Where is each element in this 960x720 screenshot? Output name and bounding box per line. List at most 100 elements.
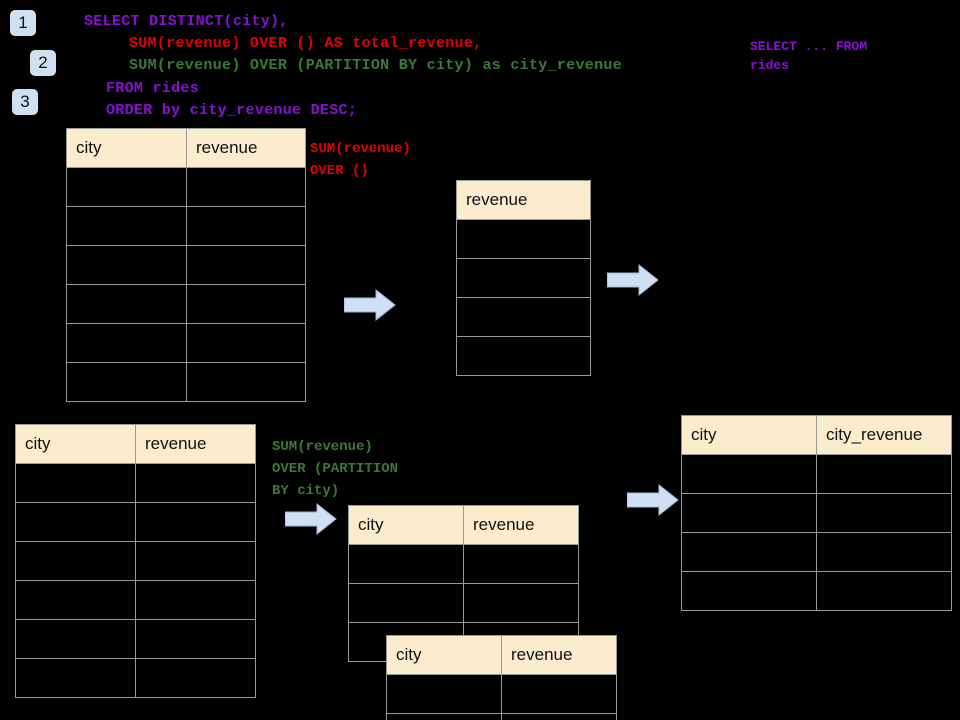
- table-cell: [66, 362, 187, 402]
- table-row: [456, 219, 591, 259]
- table-cell: [186, 245, 306, 285]
- table-cell: [66, 167, 187, 207]
- table-cell: [135, 463, 256, 503]
- table-cell: [681, 493, 817, 533]
- sql-line-5: ORDER by city_revenue DESC;: [106, 102, 358, 119]
- column-header-revenue: revenue: [135, 424, 256, 464]
- table-cell: [66, 245, 187, 285]
- sql-line-4: FROM rides: [106, 80, 200, 97]
- table-row: [456, 336, 591, 376]
- table-cell: [186, 323, 306, 363]
- table-cell: [186, 284, 306, 324]
- table-cell: [15, 580, 136, 620]
- step-badge-1: 1: [10, 10, 36, 36]
- sql-line-3: SUM(revenue) OVER (PARTITION BY city) as…: [129, 57, 622, 74]
- table-row: [15, 580, 256, 620]
- table-cell: [456, 336, 591, 376]
- table-cell: [135, 541, 256, 581]
- table-cell: [348, 544, 464, 584]
- table-cell: [15, 658, 136, 698]
- step-badge-2: 2: [30, 50, 56, 76]
- column-header-city: city: [386, 635, 502, 675]
- table-header-row: revenue: [456, 180, 591, 220]
- table-cell: [348, 583, 464, 623]
- note-sum-over-partition: SUM(revenue) OVER (PARTITION BY city): [272, 439, 399, 499]
- table-row: [66, 206, 306, 246]
- column-header-city_revenue: city_revenue: [816, 415, 952, 455]
- table-cell: [135, 580, 256, 620]
- table-row: [681, 571, 952, 611]
- table-cell: [501, 713, 617, 720]
- table-row: [681, 493, 952, 533]
- table-cell: [386, 674, 502, 714]
- table-row: [15, 502, 256, 542]
- table-row: [66, 284, 306, 324]
- table-row: [386, 674, 617, 714]
- note-select-from-rides: SELECT ... FROM rides: [750, 39, 868, 73]
- table-cell: [463, 583, 579, 623]
- table-cell: [15, 619, 136, 659]
- table-cell: [386, 713, 502, 720]
- arrow-source-to-total: [344, 289, 396, 321]
- table-cell: [816, 493, 952, 533]
- table-row: [456, 297, 591, 337]
- table-cell: [456, 219, 591, 259]
- table-cell: [456, 297, 591, 337]
- table-cell: [135, 502, 256, 542]
- table-cell: [816, 454, 952, 494]
- table-row: [681, 532, 952, 572]
- table-row: [348, 583, 579, 623]
- table-row: [66, 362, 306, 402]
- column-header-revenue: revenue: [463, 505, 579, 545]
- table-row: [348, 544, 579, 584]
- table-cell: [501, 674, 617, 714]
- table-cell: [463, 544, 579, 584]
- table-row: [15, 619, 256, 659]
- table-cell: [456, 258, 591, 298]
- table-cell: [681, 454, 817, 494]
- table-cell: [66, 206, 187, 246]
- table-cell: [66, 323, 187, 363]
- table-cell: [15, 463, 136, 503]
- table-cell: [816, 571, 952, 611]
- table-cell: [66, 284, 187, 324]
- table-cell: [186, 167, 306, 207]
- column-header-city: city: [15, 424, 136, 464]
- table-cell: [681, 571, 817, 611]
- table-row: [66, 167, 306, 207]
- table-cell: [681, 532, 817, 572]
- note-sum-over-empty: SUM(revenue) OVER (): [310, 141, 411, 179]
- table-cell: [15, 502, 136, 542]
- column-header-city: city: [348, 505, 464, 545]
- arrow-total-to-result: [607, 264, 659, 296]
- table-total-revenue: revenue: [456, 180, 591, 376]
- table-cell: [186, 206, 306, 246]
- column-header-city: city: [66, 128, 187, 168]
- column-header-revenue: revenue: [186, 128, 306, 168]
- table-row: [681, 454, 952, 494]
- column-header-city: city: [681, 415, 817, 455]
- table-row: [15, 463, 256, 503]
- table-row: [66, 245, 306, 285]
- table-row: [66, 323, 306, 363]
- step-badge-3: 3: [12, 89, 38, 115]
- table-cell: [186, 362, 306, 402]
- table-cell: [15, 541, 136, 581]
- column-header-revenue: revenue: [501, 635, 617, 675]
- table-cell: [816, 532, 952, 572]
- sql-line-1: SELECT DISTINCT(city),: [84, 13, 289, 30]
- table-cell: [135, 658, 256, 698]
- sql-line-2: SUM(revenue) OVER () AS total_revenue,: [129, 35, 483, 52]
- table-row: [456, 258, 591, 298]
- arrow-partition-to-result: [627, 484, 679, 516]
- table-row: [15, 541, 256, 581]
